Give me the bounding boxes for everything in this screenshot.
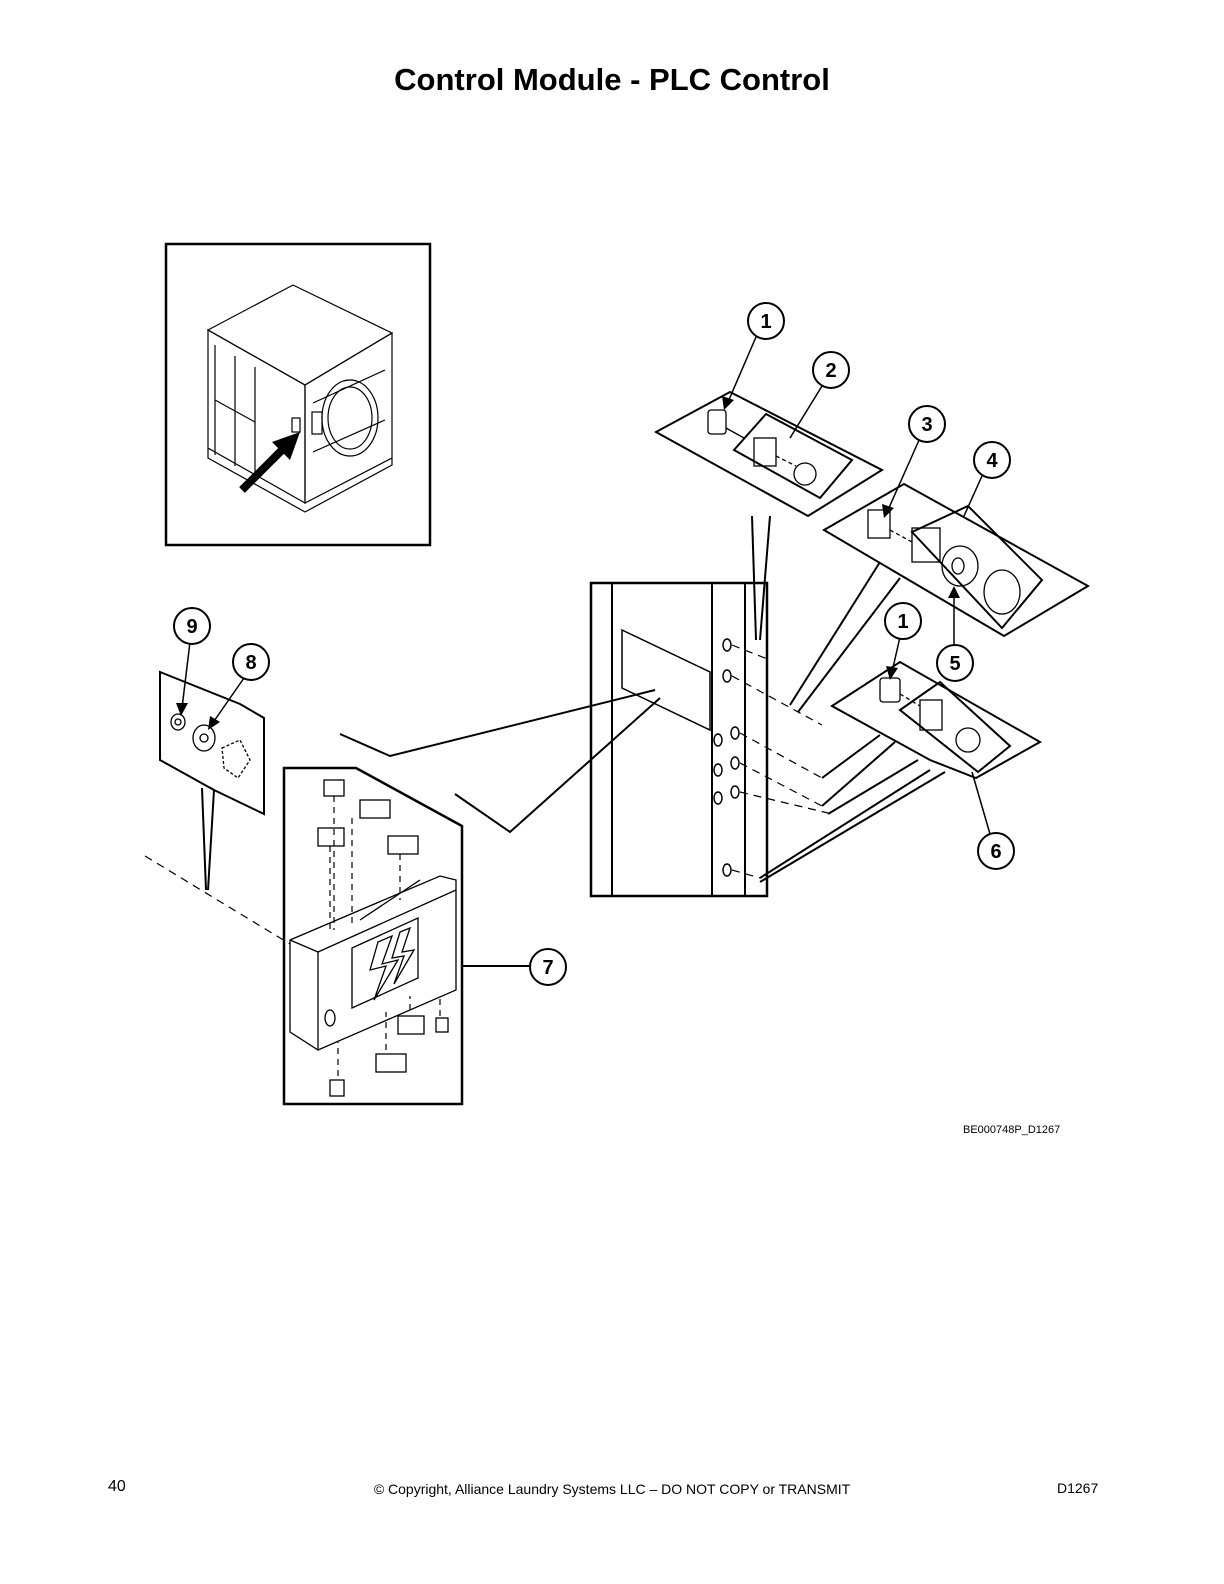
machine-overview-inset	[164, 242, 432, 547]
module-leader-lines	[339, 689, 661, 834]
svg-text:7: 7	[542, 957, 553, 979]
page-number: 40	[108, 1478, 126, 1495]
callout-7: 7	[529, 948, 567, 986]
side-panel	[589, 581, 829, 898]
callout-2: 2	[812, 351, 850, 389]
svg-text:5: 5	[949, 653, 960, 675]
document-code: D1267	[1057, 1480, 1099, 1496]
svg-text:1: 1	[897, 611, 908, 633]
callouts: 1 2 3 4 1 5 6 7	[173, 302, 1015, 986]
callout-3: 3	[908, 405, 946, 443]
callout-5: 5	[936, 644, 974, 682]
callout-leaders	[176, 336, 991, 835]
control-module-group	[282, 766, 529, 1106]
callout-8: 8	[232, 643, 270, 681]
svg-text:3: 3	[921, 414, 932, 436]
svg-text:1: 1	[760, 311, 771, 333]
copyright-notice: © Copyright, Alliance Laundry Systems LL…	[373, 1481, 851, 1497]
svg-text:2: 2	[825, 360, 836, 382]
callout-9: 9	[173, 607, 211, 645]
callout-1-top: 1	[747, 302, 785, 340]
callout-1-lower: 1	[884, 602, 922, 640]
svg-text:9: 9	[186, 616, 197, 638]
callout-4: 4	[973, 441, 1011, 479]
svg-text:4: 4	[986, 450, 998, 472]
emergency-stop-group	[789, 482, 1091, 713]
svg-text:8: 8	[245, 652, 256, 674]
pushbutton-group-top	[653, 390, 885, 641]
figure-id: BE000748P_D1267	[963, 1124, 1061, 1136]
hardware-group	[144, 670, 291, 945]
callout-6: 6	[977, 832, 1015, 870]
svg-text:6: 6	[990, 841, 1001, 863]
page-title: Control Module - PLC Control	[394, 62, 830, 97]
